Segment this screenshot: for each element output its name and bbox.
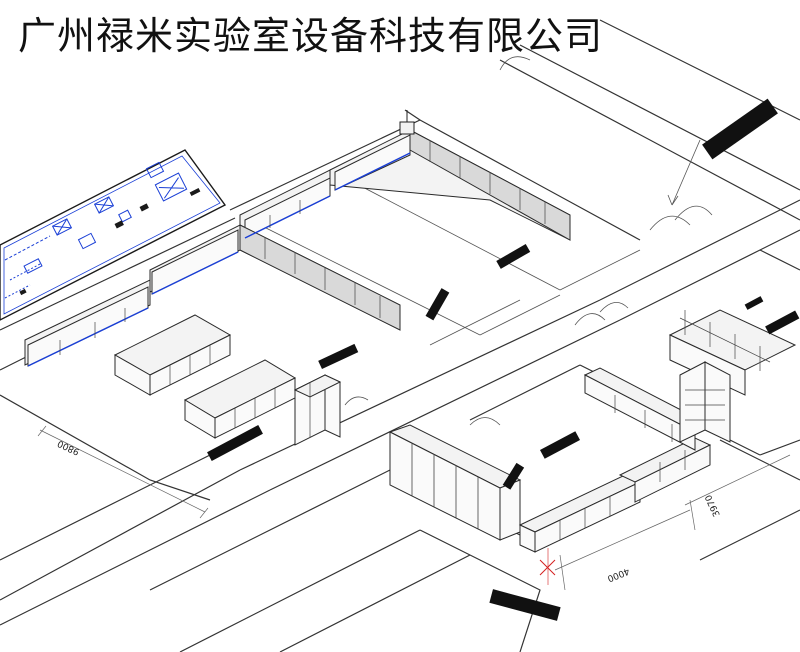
dimension-lines	[37, 425, 791, 591]
tall-cabinet-bank	[388, 424, 522, 541]
tall-cabinet-center	[293, 374, 342, 446]
bottom-sign	[489, 589, 561, 621]
dimension-9800: 9800	[56, 437, 81, 456]
room-labels	[207, 244, 800, 490]
dimension-4000: 4000	[605, 565, 630, 583]
top-right-sign	[702, 98, 778, 160]
island-benches	[113, 314, 297, 439]
reference-marker	[539, 548, 556, 585]
upper-bench-run	[24, 110, 571, 367]
legend-panel	[0, 149, 227, 321]
right-bench-run	[518, 309, 797, 553]
company-title: 广州禄米实验室设备科技有限公司	[18, 14, 604, 58]
dimension-3970: 3970	[704, 493, 723, 518]
